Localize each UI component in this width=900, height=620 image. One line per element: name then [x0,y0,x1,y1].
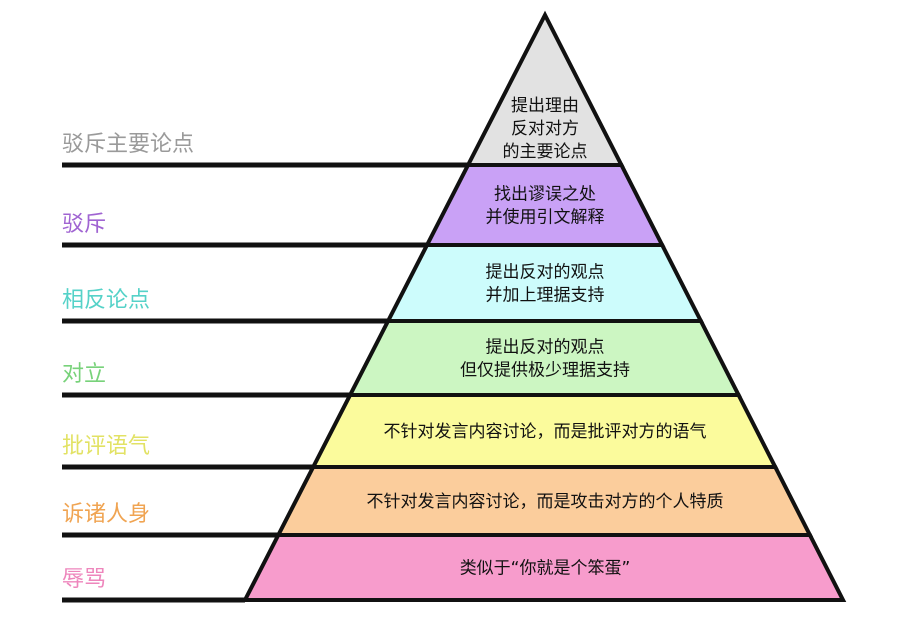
level-description: 提出反对的观点 [486,338,605,358]
level-band [346,319,742,397]
level-label: 批评语气 [62,434,150,459]
level-description: 不针对发言内容讨论，而是批评对方的语气 [384,422,707,442]
level-description: 提出理由 [511,96,579,116]
level-description: 找出谬误之处 [494,185,596,205]
level-label: 辱骂 [62,567,106,592]
level-band [384,243,705,323]
level-label: 驳斥 [62,212,106,237]
level-description: 不针对发言内容讨论，而是攻击对方的个人特质 [367,492,724,512]
level-label: 相反论点 [62,288,150,313]
level-band [241,533,847,602]
pyramid-level: 辱骂 类似于“你就是个笨蛋” [62,533,847,603]
level-description: 的主要论点 [503,142,588,162]
level-band [423,163,666,247]
level-description: 提出反对的观点 [486,263,605,283]
level-description: 类似于“你就是个笨蛋” [460,559,631,579]
level-description: 反对对方 [511,119,579,139]
level-description: 但仅提供极少理据支持 [460,361,630,381]
level-label: 驳斥主要论点 [62,132,194,157]
level-label: 对立 [62,362,106,387]
level-description: 并加上理据支持 [486,286,605,306]
level-description: 并使用引文解释 [486,207,605,228]
level-label: 诉诸人身 [62,502,150,527]
pyramid-level: 批评语气 不针对发言内容讨论，而是批评对方的语气 [62,393,779,470]
pyramid-level: 诉诸人身 不针对发言内容讨论，而是攻击对方的个人特质 [62,465,814,538]
